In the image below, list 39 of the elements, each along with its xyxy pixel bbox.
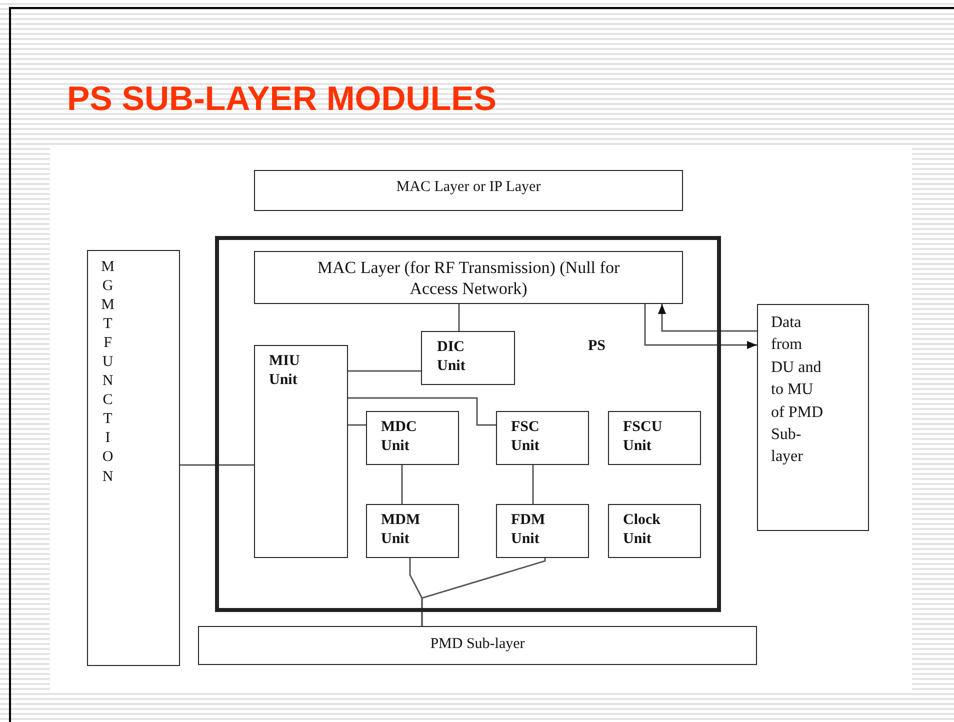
- node-label: FDM Unit: [511, 511, 546, 548]
- data-box: [757, 304, 869, 531]
- unit-box: [608, 411, 701, 465]
- node-label: Clock Unit: [623, 511, 662, 548]
- node-label: PMD Sub-layer: [429, 635, 526, 654]
- node-label: MAC Layer (for RF Transmission) (Null for Access Network): [316, 257, 621, 300]
- unit-box: [366, 411, 459, 465]
- unit-box: [254, 345, 348, 558]
- unit-box: [496, 504, 589, 558]
- node-label: MIU Unit: [269, 352, 301, 390]
- module-container: [215, 236, 721, 612]
- connector-line: [348, 370, 421, 372]
- connector-line: [458, 304, 460, 331]
- arrow: [644, 304, 757, 349]
- unit-box: [366, 504, 459, 558]
- node-label: MGMT FUNCTION: [101, 258, 114, 487]
- arrow: [658, 304, 757, 332]
- node-label: MDM Unit: [381, 511, 422, 548]
- unit-box: [496, 411, 589, 465]
- unit-box: [608, 504, 701, 558]
- connector-line: [532, 465, 534, 504]
- connector-line: [348, 424, 366, 426]
- node-label: Data from DU and to MU of PMD Sub-layer: [771, 313, 824, 468]
- connector-line: [401, 465, 403, 504]
- node-label: DIC Unit: [437, 338, 466, 376]
- node-label: FSC Unit: [511, 418, 540, 456]
- layer-box: [254, 251, 683, 304]
- connector-line: [348, 397, 496, 426]
- unit-box: [421, 331, 515, 385]
- connector-line: [421, 558, 546, 626]
- layer-box: [198, 626, 757, 665]
- connector-line: [180, 464, 254, 466]
- function-box: [87, 250, 180, 666]
- container-label: PS: [588, 337, 606, 356]
- node-label: MDC Unit: [381, 418, 418, 456]
- node-label: MAC Layer or IP Layer: [395, 178, 542, 197]
- node-label: FSCU Unit: [623, 418, 664, 456]
- slide-title: PS SUB-LAYER MODULES: [67, 80, 496, 119]
- layer-box: [254, 170, 683, 211]
